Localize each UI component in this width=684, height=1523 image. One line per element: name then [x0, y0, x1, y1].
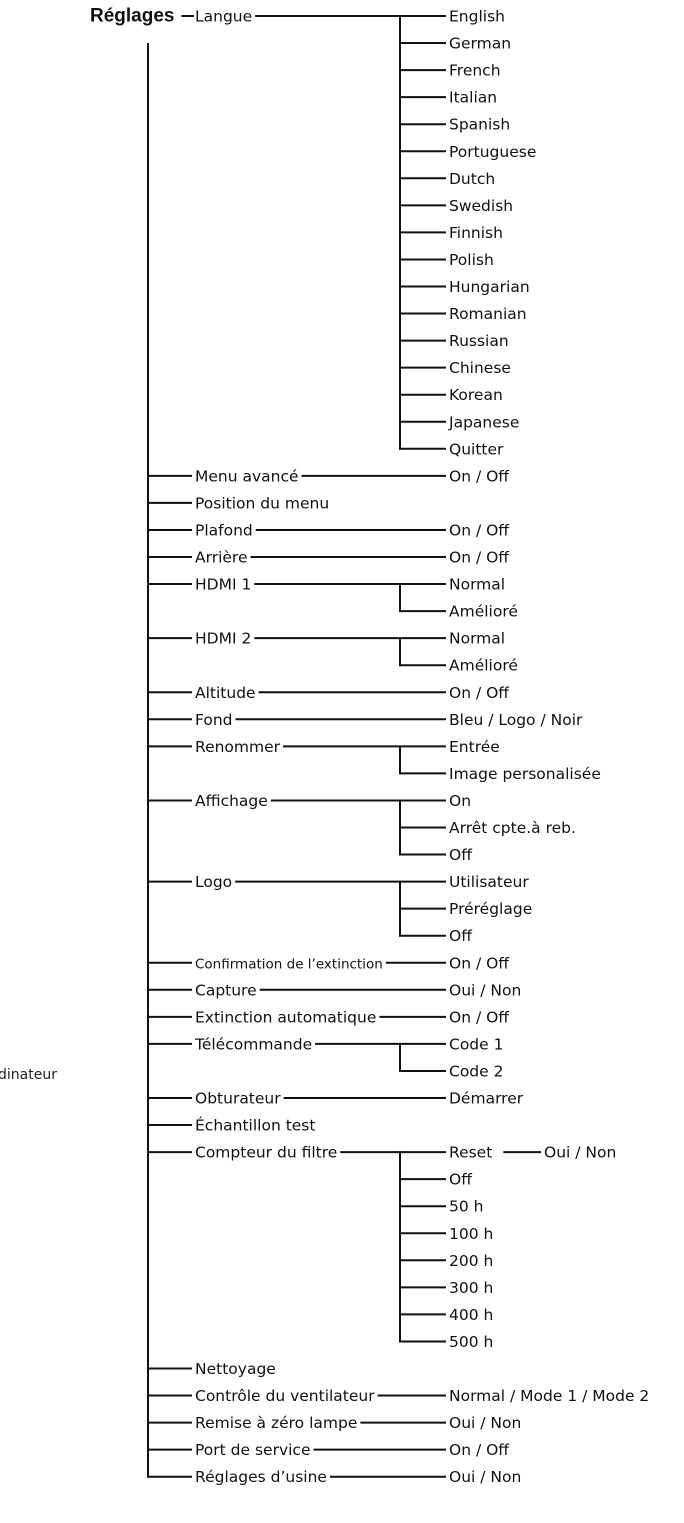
option-label: Russian: [449, 332, 509, 350]
menu-item-label: HDMI 2: [195, 630, 251, 648]
option-label: German: [449, 35, 511, 53]
option-label: On / Off: [449, 1441, 509, 1459]
option-label: Korean: [449, 386, 503, 404]
option-label: Chinese: [449, 359, 511, 377]
menu-item-label: Confirmation de l’extinction: [195, 956, 383, 972]
menu-item-label: Réglages d’usine: [195, 1468, 327, 1486]
menu-item-label: Obturateur: [195, 1090, 281, 1108]
option-label: Oui / Non: [449, 1414, 521, 1432]
menu-item-label: Menu avancé: [195, 467, 299, 485]
option-label: Normal / Mode 1 / Mode 2: [449, 1387, 649, 1405]
menu-item-label: Plafond: [195, 521, 253, 539]
menu-item-label: Logo: [195, 873, 232, 891]
option-label: French: [449, 62, 501, 80]
menu-item-label: Arrière: [195, 549, 248, 567]
menu-item-label: Remise à zéro lampe: [195, 1414, 357, 1432]
option-label: Oui / Non: [449, 1468, 521, 1486]
option-label: On / Off: [449, 549, 509, 567]
menu-item-label: Altitude: [195, 684, 256, 702]
option-label: Off: [449, 927, 472, 945]
menu-item-label: Télécommande: [194, 1035, 312, 1053]
option-label: Code 2: [449, 1062, 503, 1080]
option-label: 100 h: [449, 1225, 493, 1243]
menu-item-label: Compteur du filtre: [195, 1144, 337, 1162]
option-label: Amélioré: [449, 603, 518, 621]
option-label: Off: [449, 846, 472, 864]
option-label: Préréglage: [449, 900, 532, 918]
option-label: Japanese: [448, 413, 519, 431]
menu-item-label: Capture: [195, 981, 257, 999]
option-label: Portuguese: [449, 143, 536, 161]
side-label: dinateur: [0, 1067, 57, 1083]
option-label: Finnish: [449, 224, 503, 242]
option-label: On / Off: [449, 954, 509, 972]
option-label: Reset: [449, 1144, 492, 1162]
menu-item-label: Échantillon test: [195, 1116, 315, 1135]
option-label: Bleu / Logo / Noir: [449, 711, 583, 729]
option-label: On / Off: [449, 684, 509, 702]
option-label: Amélioré: [449, 657, 518, 675]
option-label: On: [449, 792, 471, 810]
menu-item-label: Affichage: [195, 792, 268, 810]
option-label: Entrée: [449, 738, 500, 756]
option-label: On / Off: [449, 467, 509, 485]
menu-item-label: Nettoyage: [195, 1360, 276, 1378]
option-label: 200 h: [449, 1252, 493, 1270]
option-label: Image personalisée: [449, 765, 601, 783]
option-label: Utilisateur: [449, 873, 529, 891]
option-label: Normal: [449, 630, 505, 648]
option-label: Hungarian: [449, 278, 530, 296]
menu-item-label: Contrôle du ventilateur: [195, 1387, 375, 1405]
menu-item-label: Langue: [195, 8, 252, 26]
option-label: English: [449, 8, 505, 26]
option-label: On / Off: [449, 1008, 509, 1026]
option-label: Code 1: [449, 1035, 503, 1053]
option-label: Italian: [449, 89, 497, 107]
option-label: Off: [449, 1171, 472, 1189]
menu-item-label: Renommer: [195, 738, 281, 756]
option-label: Quitter: [449, 440, 504, 458]
option-label: Dutch: [449, 170, 495, 188]
sub-option-label: Oui / Non: [544, 1144, 616, 1162]
option-label: Arrêt cpte.à reb.: [449, 819, 576, 837]
option-label: 50 h: [449, 1198, 483, 1216]
menu-item-label: Extinction automatique: [195, 1008, 376, 1026]
menu-item-label: Fond: [195, 711, 233, 729]
menu-item-label: Position du menu: [195, 494, 329, 512]
option-label: 400 h: [449, 1306, 493, 1324]
menu-item-label: Port de service: [195, 1441, 310, 1459]
option-label: Normal: [449, 576, 505, 594]
option-label: Romanian: [449, 305, 527, 323]
option-label: Polish: [449, 251, 494, 269]
option-label: 300 h: [449, 1279, 493, 1297]
menu-item-label: HDMI 1: [195, 576, 251, 594]
option-label: Oui / Non: [449, 981, 521, 999]
option-label: 500 h: [449, 1333, 493, 1351]
option-label: Swedish: [449, 197, 513, 215]
option-label: Démarrer: [449, 1090, 524, 1108]
option-label: On / Off: [449, 521, 509, 539]
root-title: Réglages: [90, 6, 174, 27]
option-label: Spanish: [449, 116, 510, 134]
